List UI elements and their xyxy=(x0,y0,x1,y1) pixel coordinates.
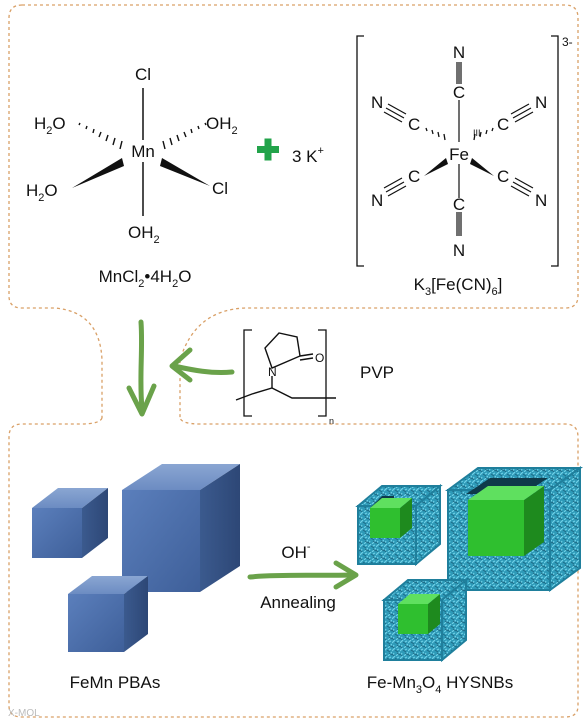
c-bottom: C xyxy=(453,195,465,214)
n-top: N xyxy=(453,43,465,62)
c-upper-left: C xyxy=(408,115,420,134)
pba-cube-large xyxy=(122,464,240,592)
pvp-structure: N O n xyxy=(235,329,336,426)
ligand-oh2-upper-right: OH2 xyxy=(206,114,238,137)
pba-label: FeMn PBAs xyxy=(70,673,161,692)
n-lower-left: N xyxy=(371,191,383,210)
c-top: C xyxy=(453,83,465,102)
condition-label: Annealing xyxy=(260,593,336,612)
watermark: X-MOL xyxy=(8,708,40,719)
reagent-label: OH- xyxy=(281,541,311,562)
c-upper-right: C xyxy=(497,115,509,134)
ligand-h2o-upper-left: H2O xyxy=(34,114,66,137)
plus-sign-icon xyxy=(257,138,279,161)
ligand-cl-right: Cl xyxy=(212,179,228,198)
fe-oxidation-state: III xyxy=(473,128,481,138)
pvp-repeat-n: n xyxy=(329,416,334,426)
c-lower-left: C xyxy=(408,167,420,186)
reaction-arrow-icon xyxy=(247,560,359,590)
mncl2-tetrahydrate-structure: Cl H2O OH2 Mn H2O Cl OH2 MnCl2•4H2O xyxy=(26,65,238,290)
down-arrow-icon xyxy=(126,319,157,417)
pvp-atom-n: N xyxy=(268,365,277,379)
pvp-label: PVP xyxy=(360,363,394,382)
pvp-atom-o: O xyxy=(315,351,324,365)
n-bottom: N xyxy=(453,241,465,260)
mn-center: Mn xyxy=(131,142,155,161)
top-panel-border xyxy=(8,4,579,418)
hysnb-label: Fe-Mn3O4 HYSNBs xyxy=(367,673,513,696)
fe-center: Fe xyxy=(449,145,469,164)
hysnb-cube-small-top xyxy=(355,483,443,567)
ferricyanide-structure: 3- N C N C C N Fe III xyxy=(356,35,573,298)
pvp-arrow-icon xyxy=(169,347,235,383)
hysnb-cube-small-bottom xyxy=(381,577,469,663)
ligand-h2o-lower-left: H2O xyxy=(26,181,58,204)
potassium-cation-label: 3 K+ xyxy=(292,145,324,166)
mncl2-formula-label: MnCl2•4H2O xyxy=(99,267,192,290)
ferricyanide-formula-label: K3[Fe(CN)6] xyxy=(414,275,503,298)
hysnb-cube-large xyxy=(444,466,584,592)
complex-charge: 3- xyxy=(562,35,573,49)
ligand-cl-top: Cl xyxy=(135,65,151,84)
pba-cube-small-top xyxy=(32,488,108,558)
n-upper-left: N xyxy=(371,93,383,112)
n-upper-right: N xyxy=(535,93,547,112)
n-lower-right: N xyxy=(535,191,547,210)
bottom-panel-border xyxy=(8,417,579,718)
pba-cube-small-bottom xyxy=(68,576,148,652)
ligand-oh2-bottom: OH2 xyxy=(128,223,160,246)
c-lower-right: C xyxy=(497,167,509,186)
